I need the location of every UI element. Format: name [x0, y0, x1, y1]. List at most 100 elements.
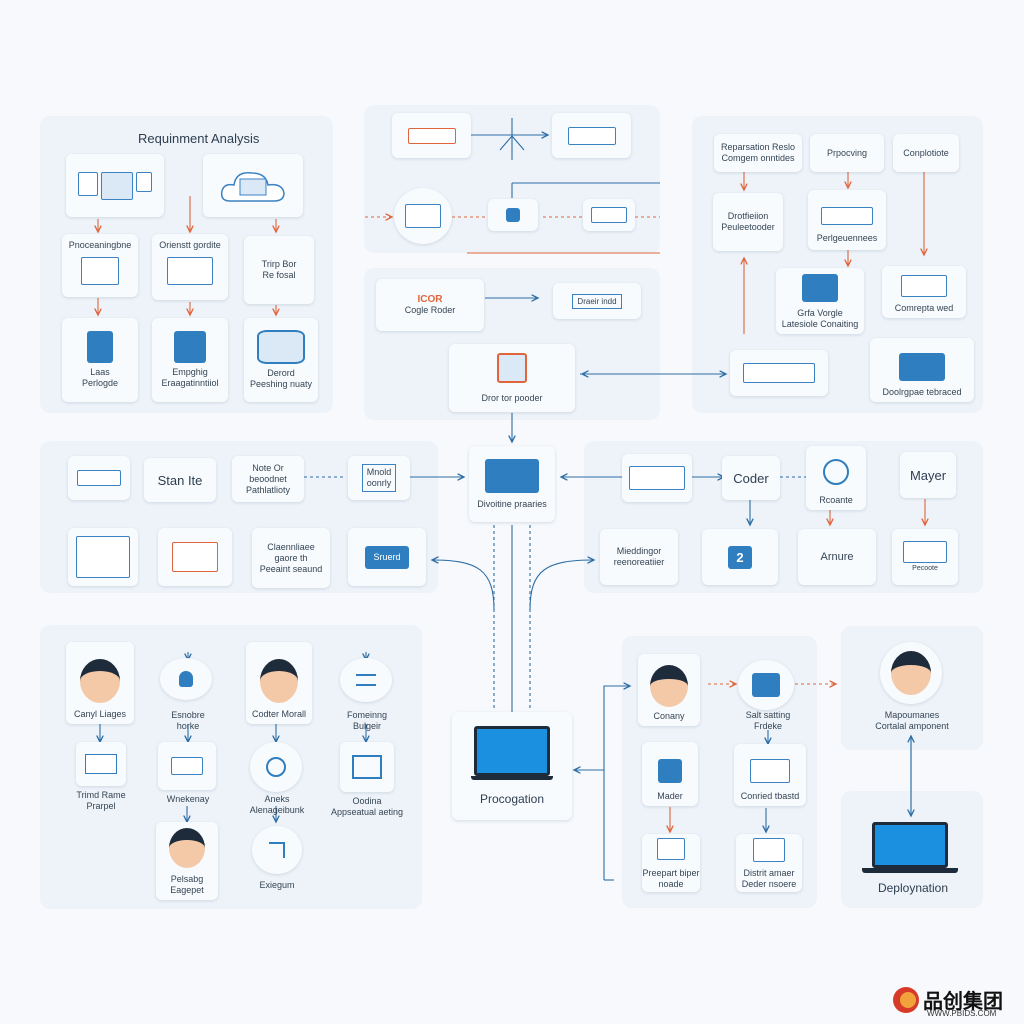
tr-card-4[interactable]: Perlgeuennees [808, 190, 886, 250]
ml-note-card[interactable]: Note Or beoodnet Pathlatlioty [232, 456, 304, 502]
br-label-1: Salt satting Frdeke [745, 710, 791, 731]
tr-card-3[interactable]: Drotfieiion Peuleetooder [713, 193, 783, 251]
tr-label-1: Prpocving [826, 147, 868, 158]
ml-claen-card[interactable]: Claennliaee gaore th Peeaint seaund [252, 528, 330, 588]
ra-empghig-card[interactable]: Empghig Eraagatinntiiol [152, 318, 228, 402]
cylinder-icon [257, 330, 305, 364]
ra-cloud-card[interactable] [203, 154, 303, 217]
ml-label-2: Mnold oonrly [361, 464, 397, 492]
bl-card-8[interactable]: Pelsabg Eagepet [156, 822, 218, 900]
bl-label-9: Exiegum [259, 880, 295, 890]
tr-label-2: Conplotiote [903, 147, 949, 158]
deploy-bottom-label: Deploynation [877, 881, 949, 895]
w-icon [752, 673, 780, 697]
cloud-icon [220, 171, 285, 202]
br-card-4[interactable]: Preepart biper noade [642, 834, 700, 892]
bl-label-8: Pelsabg Eagepet [170, 874, 204, 895]
ml-stan-card[interactable]: Stan Ite [144, 458, 216, 502]
mr-rcoante-card[interactable]: Rcoante [806, 446, 866, 510]
divoitine-card[interactable]: Divoitine praaries [469, 446, 555, 522]
ra-processing-card[interactable]: Pnoceaningbne [62, 234, 138, 297]
mr-mied-card[interactable]: Mieddingor reenoreatiier [600, 529, 678, 585]
bl-card-7[interactable] [340, 742, 394, 792]
procogation-card[interactable]: Procogation [452, 712, 572, 820]
ml-sruerd-card[interactable]: Sruerd [348, 528, 426, 586]
bl-card-3[interactable] [340, 658, 392, 702]
br-card-5[interactable]: Distrit amaer Deder nsoere [736, 834, 802, 892]
br-label-4: Preepart biper noade [642, 868, 700, 889]
bl-card-1[interactable] [160, 658, 212, 700]
bl-card-9[interactable] [252, 826, 302, 874]
tc-left-card[interactable] [392, 113, 471, 158]
tr-card-7[interactable]: Doolrgpae tebraced [870, 338, 974, 402]
ra-orient-card[interactable]: Orienstt gordite [152, 234, 228, 300]
divoitine-label: Divoitine praaries [477, 498, 547, 509]
bl-label-1: Esnobre horke [171, 710, 205, 731]
core-label: Cogle Roder [404, 305, 456, 315]
tc-right-card[interactable] [552, 113, 631, 158]
tr-ui-card[interactable] [730, 350, 828, 396]
mr-mayer-card[interactable]: Mayer [900, 452, 956, 498]
person-avatar [169, 828, 205, 868]
tr-card-2[interactable]: Conplotiote [893, 134, 959, 172]
tr-card-6[interactable]: Comrepta wed [882, 266, 966, 318]
ra-label-3: Laas Perlogde [81, 367, 119, 388]
ra-trip-card[interactable]: Trirp Bor Re fosal [244, 236, 314, 304]
bl-card-2[interactable]: Codter Morall [246, 642, 312, 724]
mr-screen-card[interactable] [622, 454, 692, 502]
target-icon [823, 459, 849, 485]
tr-label-5: Grfa Vorgle Latesiole Conaiting [781, 308, 859, 329]
core-card[interactable]: ICOR Cogle Roder [376, 279, 484, 331]
ra-derord-card[interactable]: Derord Peeshing nuaty [244, 318, 318, 402]
bowtie-icon [352, 755, 382, 779]
br-card-3[interactable]: Conried tbastd [734, 744, 806, 806]
mr-label-1: Mayer [909, 467, 947, 483]
mr-label-5: Pecoote [912, 564, 938, 572]
logo-text: 品创集团 [923, 991, 1003, 1013]
tc-screen-card[interactable] [583, 199, 635, 231]
ml-screen-card[interactable] [158, 528, 232, 586]
logo-url: WWW.PBIDS.COM [927, 1009, 997, 1018]
mr-label-2: Rcoante [819, 495, 853, 505]
ml-list-card[interactable] [68, 528, 138, 586]
mr-coder-card[interactable]: Coder [722, 456, 780, 500]
mr-arnure-card[interactable]: Arnure [798, 529, 876, 585]
folder-icon [899, 353, 945, 381]
tr-label-6: Comrepta wed [894, 303, 954, 313]
logo-mark-icon [893, 986, 919, 1013]
tr-card-0[interactable]: Reparsation Reslo Comgem onntides [714, 134, 802, 172]
tc-doc-card[interactable] [394, 188, 452, 244]
br-card-1[interactable] [738, 660, 794, 710]
deploy-top-avatar[interactable] [880, 642, 942, 704]
ml-label-4: Sruerd [365, 545, 409, 569]
bl-card-4[interactable] [76, 742, 126, 786]
br-card-0[interactable]: Conany [638, 654, 700, 726]
data-provider-card[interactable]: Dror tor pooder [449, 344, 575, 412]
br-card-2[interactable]: Mader [642, 742, 698, 806]
mr-label-0: Coder [733, 470, 769, 486]
bl-label-2: Codter Morall [251, 709, 307, 719]
laptop-icon [474, 726, 550, 776]
user-icon [179, 671, 193, 687]
mr-pecoote-card[interactable]: Pecoote [892, 529, 958, 585]
person-avatar [650, 665, 688, 707]
ml-label-0: Stan Ite [157, 472, 203, 488]
tc-mid-card[interactable] [488, 199, 538, 231]
ra-label-1: Orienstt gordite [159, 240, 221, 250]
ra-laas-card[interactable]: Laas Perlogde [62, 318, 138, 402]
send-icon [269, 842, 285, 858]
folder-icon [485, 458, 539, 493]
data-provider-label: Dror tor pooder [481, 392, 543, 403]
bl-card-5[interactable] [158, 742, 216, 790]
mr-two-card[interactable]: 2 [702, 529, 778, 585]
ml-mnold-card[interactable]: Mnold oonrly [348, 456, 410, 500]
tr-card-1[interactable]: Prpocving [810, 134, 884, 172]
draeir-card[interactable]: Draeir indd [553, 283, 641, 319]
mr-label-3: Mieddingor reenoreatiier [613, 546, 665, 567]
bl-card-0[interactable]: Canyl Liages [66, 642, 134, 724]
tr-label-7: Doolrgpae tebraced [882, 387, 962, 397]
tr-card-5[interactable]: Grfa Vorgle Latesiole Conaiting [776, 268, 864, 334]
ra-devices-card[interactable] [66, 154, 164, 217]
bl-card-6[interactable] [250, 742, 302, 792]
ml-doc-card[interactable] [68, 456, 130, 500]
